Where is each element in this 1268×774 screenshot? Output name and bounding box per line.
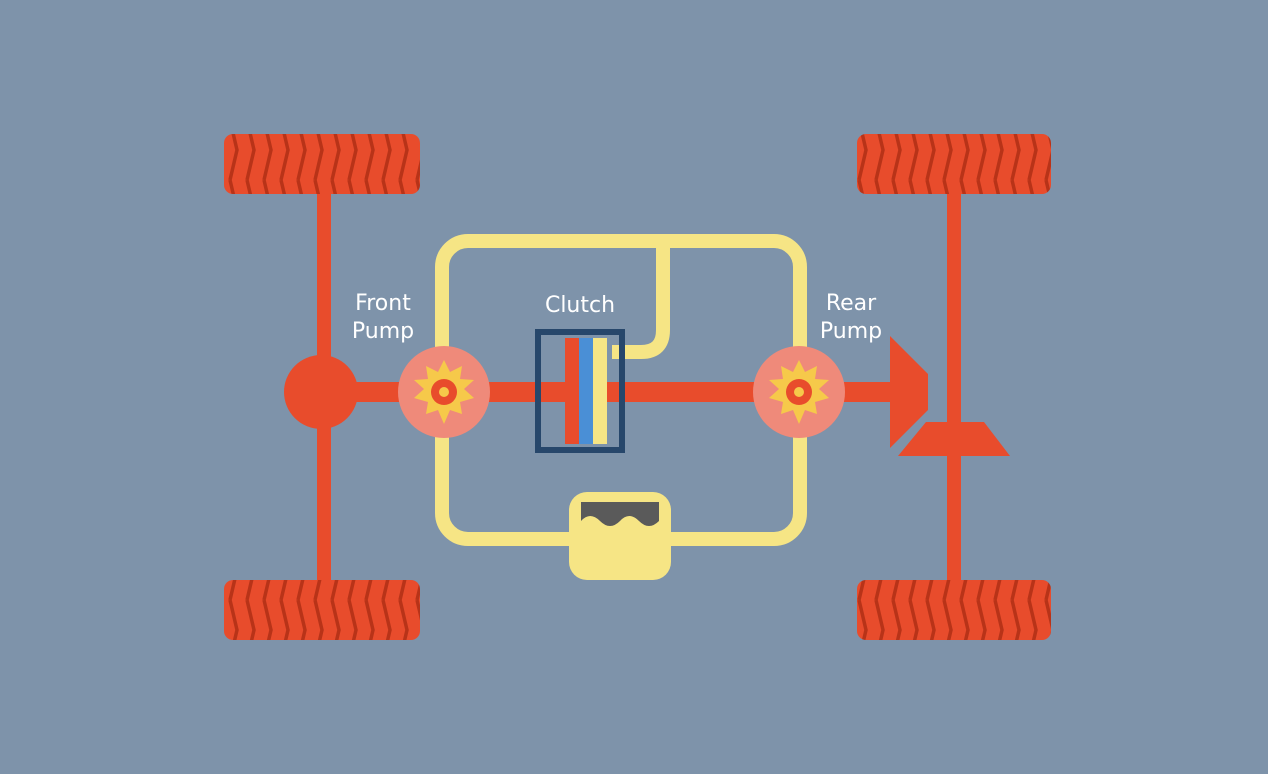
rear-pump [753,346,845,438]
rear-left-tire [857,134,1051,194]
ring-bevel-gear-icon [898,422,1010,456]
front-differential [284,355,358,429]
rear-pump-label: Rear Pump [819,291,883,344]
front-left-tire [224,134,420,194]
rear-axle [947,185,961,595]
front-pump [398,346,490,438]
fluid-reservoir-icon [569,492,671,580]
clutch-pack [535,329,625,453]
front-right-tire [224,580,420,640]
clutch-label: Clutch [544,293,616,318]
clutch-feed-line [612,241,670,359]
pinion-bevel-gear-icon [890,336,928,448]
front-pump-label: Front Pump [351,291,415,344]
rear-right-tire [857,580,1051,640]
